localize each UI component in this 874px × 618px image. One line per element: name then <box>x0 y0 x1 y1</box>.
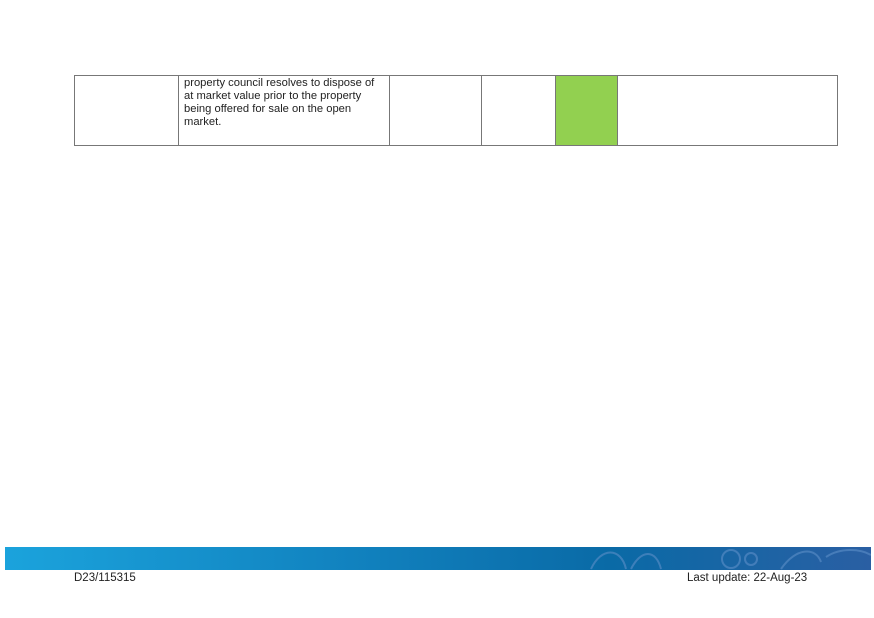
table-cell <box>389 75 482 146</box>
status-cell-green <box>555 75 618 146</box>
footer-banner <box>5 547 871 570</box>
table-cell-description: property council resolves to dispose of … <box>178 75 390 146</box>
decorative-pattern-icon <box>590 549 871 570</box>
document-table: property council resolves to dispose of … <box>74 75 838 146</box>
table-cell <box>74 75 179 146</box>
table-cell <box>617 75 838 146</box>
table-row: property council resolves to dispose of … <box>74 75 838 146</box>
table-cell <box>481 75 556 146</box>
document-id: D23/115315 <box>74 572 136 584</box>
last-update: Last update: 22-Aug-23 <box>687 572 808 584</box>
